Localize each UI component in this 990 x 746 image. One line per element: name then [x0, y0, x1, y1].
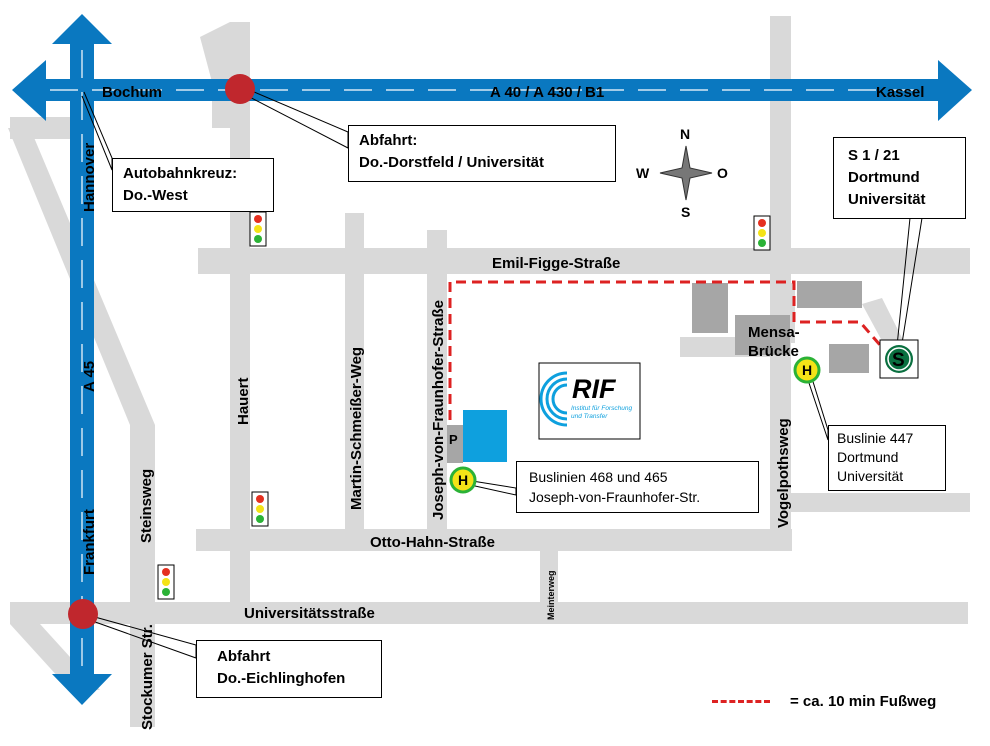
rif-building — [463, 410, 507, 462]
traffic-light-icon — [249, 211, 267, 247]
legend: = ca. 10 min Fußweg — [712, 690, 982, 716]
street-right-spur — [790, 493, 970, 512]
traffic-lights — [157, 211, 771, 600]
compass-west: W — [636, 165, 650, 181]
exit-eichlinghofen-marker — [68, 599, 98, 629]
svg-text:S: S — [892, 350, 905, 371]
building-lower-right — [829, 344, 869, 373]
walk-route-main — [448, 280, 882, 420]
label-stockumer: Stockumer Str. — [139, 624, 156, 730]
label-martin-schmeisser: Martin-Schmeißer-Weg — [348, 347, 365, 510]
label-hauert: Hauert — [235, 377, 252, 425]
callout-autobahnkreuz-title: Autobahnkreuz: — [123, 165, 238, 182]
a45-north-label: Hannover — [81, 143, 98, 212]
callout-bus-447-city: Dortmund — [837, 449, 899, 465]
building-mensa — [735, 315, 790, 355]
traffic-light-icon — [157, 564, 175, 600]
rif-logo-name: RIF — [572, 374, 617, 404]
compass-rose: N S W O — [636, 126, 728, 220]
mensa-label-line1: Mensa- — [748, 324, 800, 341]
label-joseph-fraunhofer: Joseph-von-Fraunhofer-Straße — [430, 300, 447, 520]
callout-s-bahn-line: S 1 / 21 — [848, 147, 900, 164]
highway-centerlines — [50, 50, 930, 668]
building-parking — [447, 425, 463, 463]
parking-label: P — [449, 432, 458, 447]
mensa-label-line2: Brücke — [748, 343, 799, 360]
street-network — [8, 16, 970, 727]
a40-route-label: A 40 / A 430 / B1 — [490, 84, 604, 101]
label-universitaet: Universitätsstraße — [244, 605, 375, 622]
walk-route — [448, 280, 882, 420]
svg-text:H: H — [802, 362, 812, 378]
building-left — [692, 283, 728, 333]
street-vogelpoth — [770, 16, 791, 530]
label-otto-hahn: Otto-Hahn-Straße — [370, 534, 495, 551]
a45-route-label: A 45 — [81, 361, 98, 392]
callout-autobahnkreuz: Autobahnkreuz: Do.-West — [112, 158, 274, 212]
callout-exit-eichlinghofen: Abfahrt Do.-Eichlinghofen — [196, 640, 382, 698]
street-diagonal-s-bahn — [862, 298, 905, 352]
compass-north: N — [680, 126, 690, 142]
a40-west-label: Bochum — [102, 84, 162, 101]
callout-bus-468: Buslinien 468 und 465 Joseph-von-Fraunho… — [516, 461, 759, 513]
building-top-right — [797, 281, 862, 308]
rif-wave-icon — [539, 371, 568, 427]
callout-s-bahn-city: Dortmund — [848, 169, 920, 186]
svg-text:H: H — [458, 472, 468, 488]
legend-text: = ca. 10 min Fußweg — [790, 693, 937, 710]
s-bahn-icon: S — [879, 339, 919, 379]
callout-bus-447-line: Buslinie 447 — [837, 430, 914, 446]
compass-south: S — [681, 204, 690, 220]
label-meinterweg: Meinterweg — [546, 570, 556, 620]
compass-east: O — [717, 165, 728, 181]
callout-exit-dorstfeld: Abfahrt: Do.-Dorstfeld / Universität — [348, 125, 616, 182]
label-steinsweg: Steinsweg — [138, 469, 155, 543]
bus-stop-icon: H — [793, 356, 821, 384]
street-joseph-fraunhofer — [427, 230, 447, 530]
callout-bus-468-lines: Buslinien 468 und 465 — [529, 469, 668, 485]
street-meinterweg — [540, 550, 558, 602]
rif-logo-subtitle-1: Institut für Forschung — [571, 405, 632, 412]
callout-bus-447: Buslinie 447 Dortmund Universität — [828, 425, 946, 491]
label-vogelpoth: Vogelpothsweg — [775, 418, 792, 528]
buildings — [447, 281, 869, 463]
callout-s-bahn: S 1 / 21 Dortmund Universität — [833, 137, 966, 219]
callout-exit-dorstfeld-name: Do.-Dorstfeld / Universität — [359, 154, 545, 171]
street-martin-schmeisser — [345, 213, 364, 530]
label-emil-figge: Emil-Figge-Straße — [492, 255, 620, 272]
rif-logo-subtitle-2: und Transfer — [571, 413, 608, 420]
bus-stop-icon: H — [449, 466, 477, 494]
traffic-light-icon — [753, 215, 771, 251]
a45-south-label: Frankfurt — [81, 509, 98, 575]
compass-star-icon — [659, 145, 713, 201]
callout-exit-dorstfeld-title: Abfahrt: — [359, 132, 418, 149]
callout-exit-eichlinghofen-title: Abfahrt — [217, 648, 271, 665]
street-universitaet — [10, 602, 968, 624]
traffic-light-icon — [251, 491, 269, 527]
callout-exit-eichlinghofen-name: Do.-Eichlinghofen — [217, 670, 346, 687]
a40-east-label: Kassel — [876, 84, 924, 101]
exit-dorstfeld-marker — [225, 74, 255, 104]
street-steinsweg — [130, 425, 155, 727]
legend-dashed-line — [712, 700, 770, 703]
highways — [12, 14, 972, 705]
street-emil-figge — [198, 248, 970, 274]
rif-logo: RIF Institut für Forschung und Transfer — [538, 362, 641, 440]
callout-bus-447-station: Universität — [837, 468, 904, 484]
callout-autobahnkreuz-name: Do.-West — [123, 187, 188, 204]
street-otto-hahn — [196, 529, 792, 551]
callout-s-bahn-station: Universität — [848, 191, 926, 208]
callout-bus-468-stop: Joseph-von-Fraunhofer-Str. — [529, 489, 701, 505]
